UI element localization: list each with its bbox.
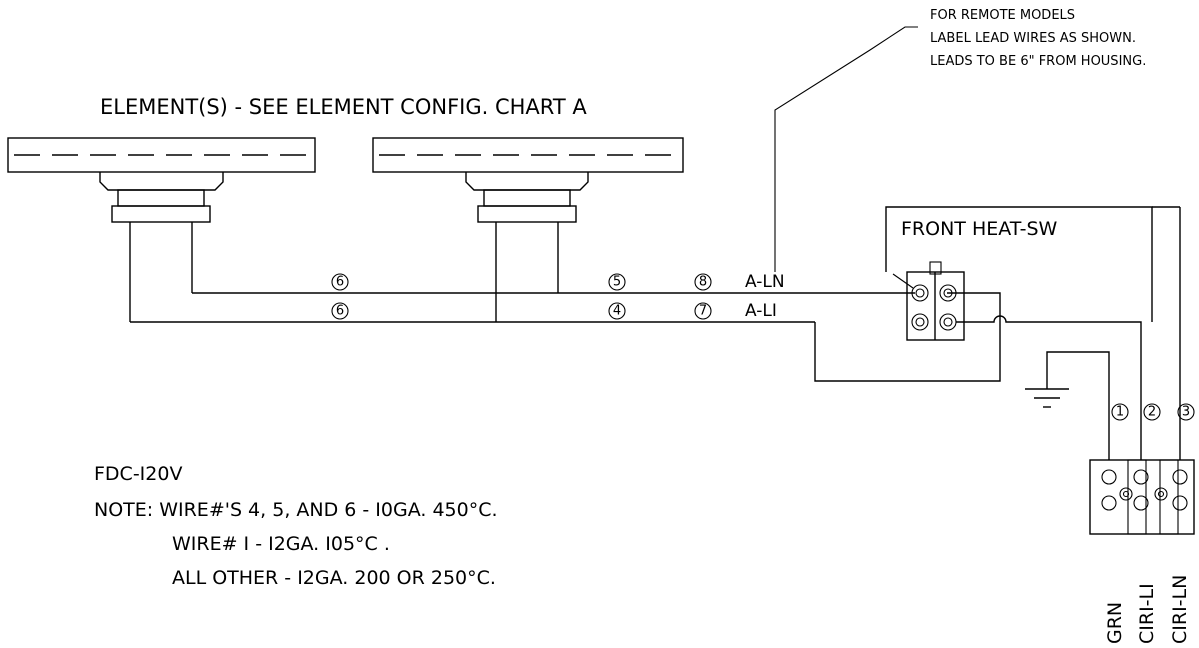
- remote-note-line-2: LABEL LEAD WIRES AS SHOWN.: [930, 31, 1136, 46]
- elements-label: ELEMENT(S) - SEE ELEMENT CONFIG. CHART A: [100, 95, 587, 119]
- wire-number-4: 4: [608, 302, 626, 320]
- front-heat-switch: FRONT HEAT-SW: [885, 206, 1153, 341]
- svg-text:3: 3: [1182, 405, 1190, 420]
- note-line-3: ALL OTHER - I2GA. 200 OR 250°C.: [172, 567, 496, 589]
- note-line-2: WIRE# I - I2GA. I05°C .: [172, 533, 390, 555]
- element-2-body: [372, 137, 684, 173]
- terminal-block: [1089, 459, 1195, 535]
- wire-number-2: 2: [1143, 403, 1161, 421]
- element-2-flange: [465, 172, 589, 191]
- svg-text:5: 5: [613, 275, 621, 290]
- svg-text:8: 8: [699, 275, 707, 290]
- wire-number-6-top: 6: [331, 273, 349, 291]
- wire-number-6-bottom: 6: [331, 302, 349, 320]
- remote-note: FOR REMOTE MODELS LABEL LEAD WIRES AS SH…: [774, 8, 1146, 272]
- switch-terminal-br: [939, 313, 957, 331]
- lead-label-a-ln: A-LN: [745, 272, 785, 292]
- svg-text:1: 1: [1116, 405, 1124, 420]
- ground-wire: [1046, 351, 1110, 460]
- element-1-neck: [117, 189, 205, 207]
- wire-number-1: 1: [1111, 403, 1129, 421]
- element-2-base: [477, 205, 577, 223]
- switch-terminal-bl: [911, 313, 929, 331]
- notes-block: FDC-I20V NOTE: WIRE#'S 4, 5, AND 6 - I0G…: [94, 463, 498, 589]
- switch-terminal-tl: [911, 284, 929, 302]
- note-line-1: NOTE: WIRE#'S 4, 5, AND 6 - I0GA. 450°C.: [94, 499, 498, 521]
- heating-element-1: [7, 137, 316, 322]
- remote-note-line-1: FOR REMOTE MODELS: [930, 8, 1075, 23]
- remote-note-leader: [774, 26, 918, 272]
- svg-text:6: 6: [336, 275, 344, 290]
- heating-element-2: [372, 137, 684, 322]
- remote-note-line-3: LEADS TO BE 6" FROM HOUSING.: [930, 54, 1146, 69]
- element-1-base: [111, 205, 211, 223]
- wire-li-return: [814, 292, 1001, 382]
- svg-text:6: 6: [336, 304, 344, 319]
- terminal-label-grn: GRN: [1104, 602, 1126, 644]
- wire-number-3: 3: [1177, 403, 1195, 421]
- model-number: FDC-I20V: [94, 463, 182, 485]
- element-1-body: [7, 137, 316, 173]
- ground-symbol: [1025, 351, 1110, 460]
- wire-number-7: 7: [694, 302, 712, 320]
- switch-jumper: [892, 273, 914, 289]
- wire-number-8: 8: [694, 273, 712, 291]
- svg-text:4: 4: [613, 304, 621, 319]
- switch-enclosure-outline: [885, 206, 1153, 322]
- switch-label: FRONT HEAT-SW: [901, 218, 1058, 240]
- switch-tab: [929, 261, 942, 275]
- wire-to-terminal-2: [956, 315, 1142, 460]
- lead-label-a-li: A-LI: [745, 301, 777, 321]
- wire-bus: [130, 292, 1001, 382]
- switch-terminal-tr: [939, 284, 957, 302]
- terminal-label-ciri-li: CIRI-LI: [1136, 583, 1158, 644]
- svg-text:7: 7: [699, 304, 707, 319]
- svg-text:2: 2: [1148, 405, 1156, 420]
- wire-number-5: 5: [608, 273, 626, 291]
- element-1-flange: [99, 172, 224, 191]
- terminal-label-ciri-ln: CIRI-LN: [1169, 575, 1191, 644]
- element-2-neck: [483, 189, 571, 207]
